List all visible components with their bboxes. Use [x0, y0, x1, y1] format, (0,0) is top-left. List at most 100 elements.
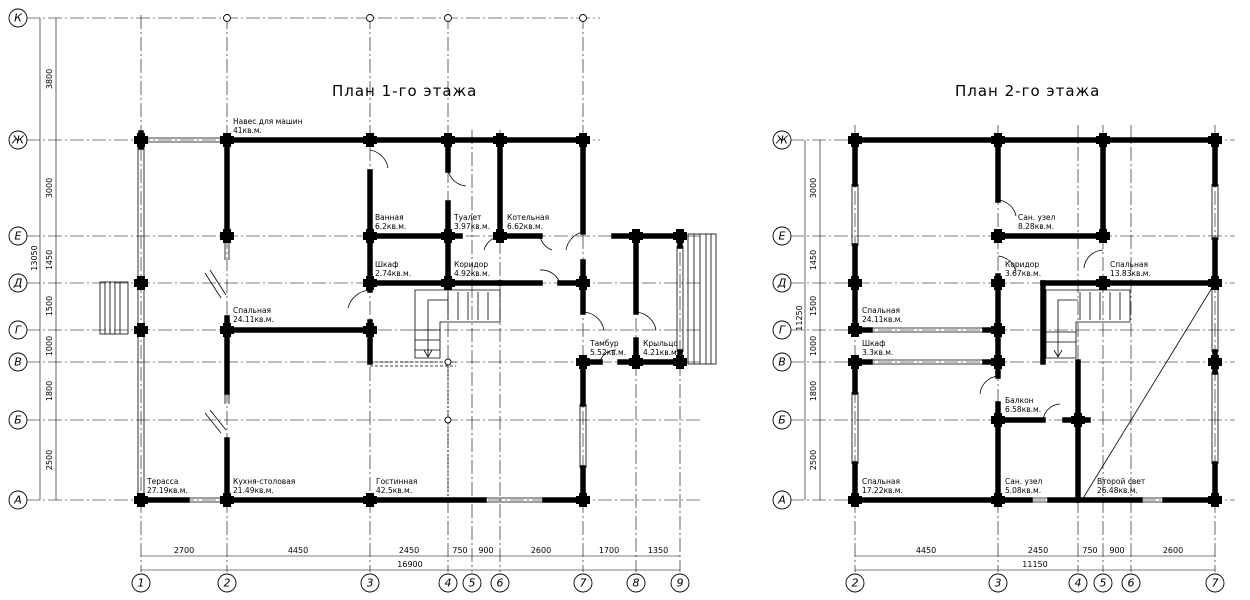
axis-label: Б — [14, 414, 22, 427]
axis-label: 4 — [445, 577, 452, 590]
axis-label: 4 — [1075, 577, 1082, 590]
plan1-col-axes: 1 2 3 4 5 6 7 8 9 — [131, 573, 690, 593]
dim-value: 2600 — [531, 546, 551, 555]
plan2-grid-cols — [854, 125, 1216, 572]
room-area: 41кв.м. — [233, 126, 262, 135]
room-area: 4.92кв.м. — [454, 269, 490, 278]
plan2-dims-bottom: 4450 2450 750 900 2600 11150 — [855, 546, 1215, 571]
axis-label: 9 — [677, 577, 684, 590]
plan1-top-markers — [223, 14, 587, 22]
axis-label: В — [14, 356, 22, 369]
room-name: Второй свет — [1097, 477, 1146, 486]
plan2-crosses — [848, 133, 1222, 507]
room-area: 4.21кв.м. — [643, 348, 679, 357]
dim-value: 1500 — [45, 296, 54, 316]
plan1-walls — [138, 130, 683, 503]
room-area: 3.67кв.м. — [1005, 269, 1041, 278]
axis-label: Ж — [11, 134, 25, 147]
dim-value: 2500 — [809, 450, 818, 470]
room-name: Навес для машин — [233, 117, 303, 126]
plan2-col-axes: 2 3 4 5 6 7 — [845, 573, 1225, 593]
dim-value: 1700 — [599, 546, 619, 555]
dim-total: 13050 — [30, 245, 39, 270]
room-area: 24.11кв.м. — [233, 315, 274, 324]
room-area: 17.22кв.м. — [862, 486, 903, 495]
room-name: Котельная — [507, 213, 549, 222]
dim-total: 11150 — [1022, 560, 1047, 569]
room-area: 2.74кв.м. — [375, 269, 411, 278]
room-area: 21.49кв.м. — [233, 486, 274, 495]
plan1-dims-bottom: 2700 4450 2450 750 900 2600 1700 1350 16… — [141, 546, 680, 571]
room-area: 27.19кв.м. — [147, 486, 188, 495]
axis-label: 3 — [995, 577, 1002, 590]
room-name: Сан. узел — [1005, 477, 1043, 486]
plan1-title: План 1-го этажа — [332, 82, 477, 100]
room-area: 13.83кв.м. — [1110, 269, 1151, 278]
dim-value: 3800 — [45, 69, 54, 89]
dim-value: 2700 — [174, 546, 194, 555]
room-name: Тамбур — [589, 339, 619, 348]
dim-value: 750 — [452, 546, 467, 555]
axis-label: Д — [13, 277, 23, 290]
axis-label: 7 — [1212, 577, 1219, 590]
plan1-crosses — [134, 133, 687, 507]
dim-value: 1800 — [45, 381, 54, 401]
dim-value: 1800 — [809, 381, 818, 401]
room-name: Коридор — [1005, 260, 1039, 269]
dim-total: 11250 — [795, 305, 804, 330]
axis-label: 6 — [1128, 577, 1135, 590]
room-area: 42.5кв.м. — [376, 486, 412, 495]
room-area: 6.62кв.м. — [507, 222, 543, 231]
dim-value: 3000 — [45, 178, 54, 198]
room-name: Кухня-столовая — [233, 477, 295, 486]
axis-label: 8 — [633, 577, 640, 590]
room-area: 5.52кв.м. — [590, 348, 626, 357]
plan2-walls — [852, 137, 1218, 503]
room-name: Терасса — [146, 477, 178, 486]
plan2-row-axes: Ж Е Д Г В Б А — [772, 130, 792, 510]
dim-value: 2600 — [1163, 546, 1183, 555]
room-name: Коридор — [454, 260, 488, 269]
plan2-dims-left: 3000 1450 1500 1000 1800 2500 11250 — [795, 140, 821, 500]
axis-label: Ж — [775, 134, 789, 147]
dim-value: 4450 — [916, 546, 936, 555]
axis-label: 7 — [580, 577, 587, 590]
dim-value: 1450 — [809, 250, 818, 270]
room-name: Ванная — [375, 213, 404, 222]
dim-value: 1450 — [45, 250, 54, 270]
axis-label: Е — [15, 230, 22, 243]
dim-value: 1350 — [648, 546, 668, 555]
axis-label: 6 — [497, 577, 504, 590]
dim-value: 900 — [478, 546, 493, 555]
axis-label: 5 — [1100, 577, 1107, 590]
plan2: Сан. узел 8.28кв.м. Коридор 3.67кв.м. Сп… — [772, 82, 1235, 593]
dim-value: 4450 — [288, 546, 308, 555]
plan1-thin-lines — [99, 137, 717, 503]
axis-label: Е — [779, 230, 786, 243]
room-area: 26.48кв.м. — [1097, 486, 1138, 495]
axis-label: Д — [777, 277, 787, 290]
axis-label: 3 — [367, 577, 374, 590]
dim-total: 16900 — [397, 560, 422, 569]
plan1-dims-left: 3800 3000 1450 1500 1000 1800 2500 13050 — [30, 18, 57, 500]
room-area: 5.08кв.м. — [1005, 486, 1041, 495]
room-name: Шкаф — [862, 339, 886, 348]
axis-label: Г — [15, 324, 22, 337]
room-name: Туалет — [453, 213, 482, 222]
room-name: Шкаф — [375, 260, 399, 269]
dim-value: 900 — [1109, 546, 1124, 555]
axis-label: 1 — [138, 577, 145, 590]
plan1-row-axes: К Ж Е Д Г В Б А — [8, 8, 28, 510]
room-name: Крыльцо — [643, 339, 678, 348]
dim-value: 1000 — [45, 336, 54, 356]
axis-label: 5 — [469, 577, 476, 590]
room-area: 6.2кв.м. — [375, 222, 406, 231]
room-name: Спальная — [1110, 260, 1148, 269]
room-name: Гостинная — [376, 477, 417, 486]
axis-label: В — [778, 356, 786, 369]
room-name: Спальная — [233, 306, 271, 315]
axis-label: А — [13, 494, 22, 507]
plan1-room-labels: Навес для машин 41кв.м. Ванная 6.2кв.м. … — [146, 117, 679, 495]
room-name: Спальная — [862, 477, 900, 486]
